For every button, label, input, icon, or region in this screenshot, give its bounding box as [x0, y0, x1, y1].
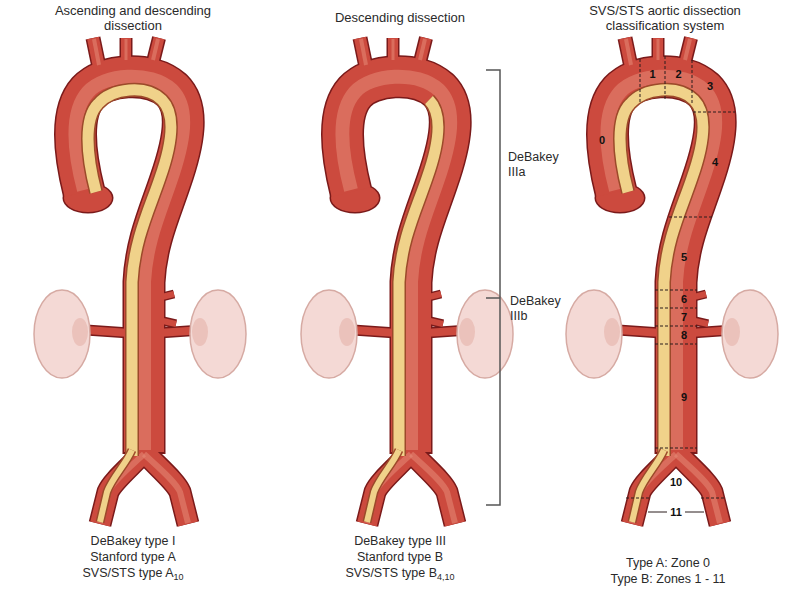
bracket-label: DeBakey IIIb [510, 294, 564, 324]
zone-boundary [692, 60, 693, 105]
callout-number-text: 10 [670, 476, 682, 488]
classification-caption: DeBakey type I [38, 533, 228, 549]
leader-line [648, 512, 667, 513]
classification-caption: DeBakey type III [305, 533, 495, 549]
callout-number-text: 5 [681, 251, 687, 263]
callout-number-text: 8 [681, 329, 687, 341]
false-lumen [88, 90, 171, 456]
callout-number: 1 [640, 69, 666, 80]
callout-number-text: 9 [681, 391, 687, 403]
false-lumen [367, 100, 438, 522]
zone-boundary [626, 498, 651, 499]
zone-boundary [655, 326, 697, 327]
callout-number-text: 6 [681, 293, 687, 305]
callout-number: 6 [671, 294, 697, 305]
panel-title-text: Ascending and descending dissection [55, 3, 211, 33]
callout-number-text: 7 [681, 311, 687, 323]
bracket-label: DeBakey IIIa [508, 150, 566, 180]
aorta-figure [566, 38, 778, 524]
zone-boundary [655, 290, 697, 291]
callout-number-text: 2 [675, 68, 681, 80]
classification-caption: Type B: Zones 1 - 11 [568, 571, 768, 587]
classification-caption-text: Stanford type B [357, 550, 443, 564]
extent-bracket [486, 70, 500, 505]
callout-number: 3 [697, 81, 723, 92]
classification-caption-text: SVS/STS type B [345, 566, 437, 580]
zone-boundary [655, 344, 697, 345]
false-lumen [100, 450, 132, 522]
classification-caption: SVS/STS type B4,10 [305, 565, 495, 585]
classification-caption-text: SVS/STS type A [82, 566, 173, 580]
zone-boundary [640, 59, 641, 102]
zone-boundary [626, 56, 735, 498]
callout-number-text: 3 [707, 80, 713, 92]
callout-number-text: 1 [649, 68, 655, 80]
callout-number-text: 11 [670, 506, 682, 518]
false-lumen [632, 450, 664, 522]
zone-boundary [655, 308, 697, 309]
classification-caption: SVS/STS type A10 [38, 565, 228, 585]
false-lumen [620, 90, 703, 522]
callout-number: 7 [671, 312, 697, 323]
classification-caption-text: Stanford type A [90, 550, 175, 564]
zone-boundary [655, 448, 697, 449]
classification-caption: Type A: Zone 0 [568, 555, 768, 571]
callout-number: 8 [671, 330, 697, 341]
panel-title: SVS/STS aortic dissection classification… [575, 3, 755, 33]
false-lumen [100, 450, 132, 522]
false-lumen [620, 90, 703, 456]
panel-title: Descending dissection [305, 10, 495, 25]
panel-title-text: Descending dissection [335, 10, 465, 25]
false-lumen [88, 90, 171, 522]
zone-boundary [665, 56, 666, 99]
classification-caption: Stanford type B [305, 549, 495, 565]
classification-caption: Stanford type A [38, 549, 228, 565]
callout-number: 10 [663, 477, 689, 488]
zone-boundary [701, 498, 726, 499]
panel-title-text: SVS/STS aortic dissection classification… [589, 3, 741, 33]
callout-number: 5 [671, 252, 697, 263]
classification-caption-text: Type A: Zone 0 [626, 556, 710, 570]
false-lumen [399, 100, 438, 456]
subscript: 10 [174, 572, 184, 582]
callout-number: 9 [671, 392, 697, 403]
false-lumen [632, 450, 664, 522]
zone-boundary [669, 217, 713, 218]
false-lumen [367, 450, 399, 522]
zone-boundary [693, 112, 735, 113]
classification-caption-text: DeBakey type I [91, 534, 176, 548]
aorta-figure [34, 38, 246, 524]
false-lumen [367, 450, 399, 522]
callout-number: 0 [589, 135, 615, 146]
callout-number-text: 4 [712, 156, 718, 168]
panel-title: Ascending and descending dissection [45, 3, 221, 33]
classification-caption-text: Type B: Zones 1 - 11 [610, 572, 725, 586]
false-lumen [399, 100, 438, 456]
false-lumen [620, 90, 703, 456]
aorta-figure [301, 38, 513, 524]
callout-number: 4 [702, 157, 728, 168]
false-lumen [88, 90, 171, 456]
leader-line [685, 512, 704, 513]
callout-number: 2 [666, 69, 692, 80]
bracket-label-text: DeBakey IIIa [508, 150, 559, 179]
callout-number-text: 0 [599, 134, 605, 146]
classification-caption-text: DeBakey type III [354, 534, 446, 548]
subscript: 4,10 [437, 572, 455, 582]
bracket-label-text: DeBakey IIIb [510, 294, 561, 323]
callout-number: 11 [663, 507, 689, 518]
